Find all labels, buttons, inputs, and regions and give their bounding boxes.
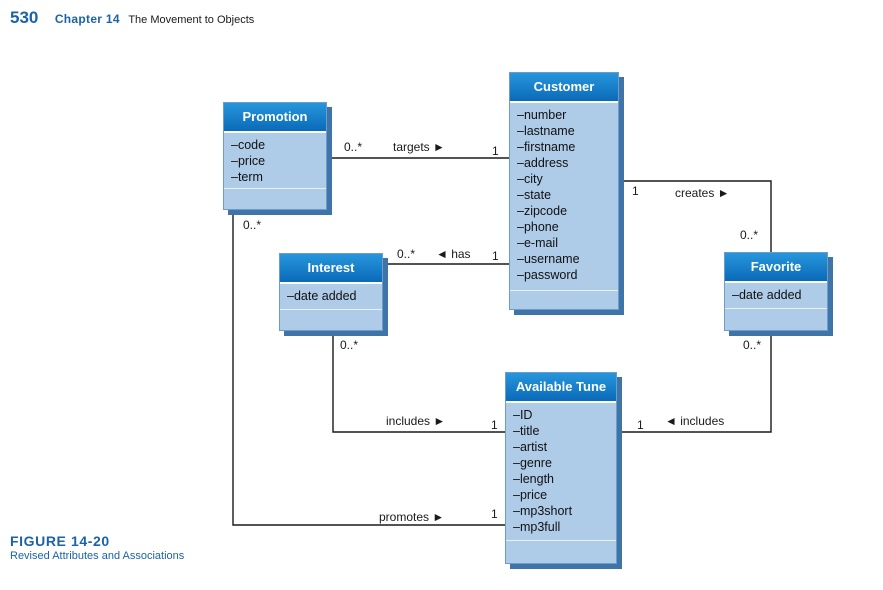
favorite-includes-mult-from: 0..* <box>743 338 761 352</box>
attribute: –mp3full <box>513 520 561 534</box>
available-tune-class[interactable]: Available Tune –ID –title –artist –genre… <box>505 372 622 569</box>
attribute: –date added <box>287 289 357 303</box>
attribute: –password <box>517 268 578 282</box>
attribute: –state <box>517 188 552 202</box>
figure-label: FIGURE 14-20 <box>10 533 110 549</box>
has-label: ◄ has <box>436 247 471 261</box>
page-header: 530 Chapter 14 The Movement to Objects <box>10 8 254 28</box>
targets-mult-to: 1 <box>492 144 499 158</box>
attribute: –genre <box>513 456 552 470</box>
targets-mult-from: 0..* <box>344 140 362 154</box>
attribute: –code <box>231 138 266 152</box>
attribute: –term <box>231 170 263 184</box>
attribute: –phone <box>517 220 559 234</box>
has-mult-to: 1 <box>492 249 499 263</box>
promotes-label: promotes ► <box>379 510 444 524</box>
available-tune-attributes: –ID –title –artist –genre –length –price… <box>506 403 616 541</box>
chapter-label: Chapter 14 <box>54 12 120 26</box>
creates-label: creates ► <box>675 186 730 200</box>
interest-class[interactable]: Interest –date added <box>279 253 388 336</box>
attribute: –ID <box>513 408 533 422</box>
interest-attributes: –date added <box>280 284 382 310</box>
has-mult-from: 0..* <box>397 247 415 261</box>
figure-caption: FIGURE 14-20 Revised Attributes and Asso… <box>10 533 184 562</box>
creates-mult-from: 1 <box>632 184 639 198</box>
attribute: –address <box>517 156 569 170</box>
favorite-class[interactable]: Favorite –date added <box>724 252 833 336</box>
attribute: –price <box>513 488 548 502</box>
favorite-class-name: Favorite <box>725 253 827 283</box>
attribute: –artist <box>513 440 548 454</box>
creates-mult-to: 0..* <box>740 228 758 242</box>
promotes-mult-from: 0..* <box>243 218 261 232</box>
attribute: –title <box>513 424 540 438</box>
attribute: –length <box>513 472 555 486</box>
attribute: –date added <box>732 288 802 302</box>
attribute: –number <box>517 108 567 122</box>
page-number: 530 <box>10 8 39 27</box>
attribute: –e-mail <box>517 236 558 250</box>
promotion-attributes: –code –price –term <box>224 133 326 189</box>
interest-class-name: Interest <box>280 254 382 284</box>
figure-description: Revised Attributes and Associations <box>10 550 185 562</box>
customer-class[interactable]: Customer –number –lastname –firstname –a… <box>509 72 624 315</box>
targets-label: targets ► <box>393 140 445 154</box>
interest-includes-mult-to: 1 <box>491 418 498 432</box>
creates-association-line <box>619 180 772 252</box>
attribute: –mp3short <box>513 504 573 518</box>
attribute: –username <box>517 252 580 266</box>
interest-includes-label: includes ► <box>386 414 445 428</box>
attribute: –zipcode <box>517 204 568 218</box>
promotes-mult-to: 1 <box>491 507 498 521</box>
interest-includes-association-line <box>332 331 505 433</box>
promotes-association-line <box>232 210 505 526</box>
customer-attributes: –number –lastname –firstname –address –c… <box>510 103 618 291</box>
favorite-attributes: –date added <box>725 283 827 309</box>
attribute: –price <box>231 154 266 168</box>
favorite-includes-association-line <box>617 331 772 433</box>
customer-class-name: Customer <box>510 73 618 103</box>
available-tune-class-name: Available Tune <box>506 373 616 403</box>
favorite-includes-label: ◄ includes <box>665 414 724 428</box>
favorite-includes-mult-to: 1 <box>637 418 644 432</box>
chapter-title: The Movement to Objects <box>128 14 255 26</box>
promotion-class[interactable]: Promotion –code –price –term <box>223 102 332 215</box>
promotion-class-name: Promotion <box>224 103 326 133</box>
attribute: –lastname <box>517 124 575 138</box>
interest-includes-mult-from: 0..* <box>340 338 358 352</box>
attribute: –firstname <box>517 140 576 154</box>
attribute: –city <box>517 172 543 186</box>
